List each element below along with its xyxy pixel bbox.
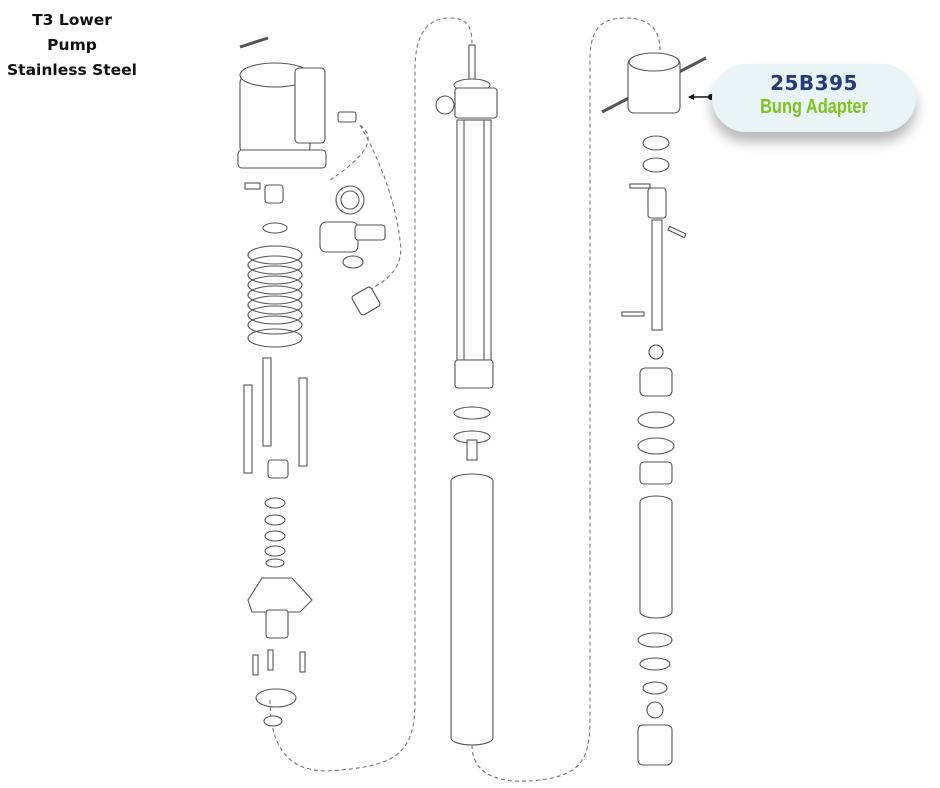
diagram-title: T3 Lower Pump Stainless Steel (6, 8, 138, 83)
title-line-2: Stainless Steel (7, 61, 137, 79)
bung-adapter-part (601, 52, 707, 114)
part-callout-bung-adapter: 25B395 Bung Adapter (712, 64, 916, 132)
o-ring (262, 222, 288, 234)
pin (239, 36, 269, 49)
title-line-1: T3 Lower Pump (32, 11, 112, 54)
right-seal-stack (621, 135, 687, 485)
callout-pointer (688, 94, 714, 100)
right-bottom-parts (637, 632, 673, 766)
gauge-regulator (319, 185, 386, 316)
right-cylinder-sleeve (639, 495, 673, 619)
displacement-pump-housing (435, 44, 498, 461)
pump-cylinder-tube (450, 473, 494, 746)
part-name: Bung Adapter (760, 96, 868, 118)
spring (247, 245, 303, 348)
pump-base (247, 577, 313, 727)
part-number: 25B395 (770, 71, 858, 95)
seal-stack (264, 497, 286, 568)
tie-rods (243, 357, 308, 479)
motor-assembly (237, 36, 357, 204)
